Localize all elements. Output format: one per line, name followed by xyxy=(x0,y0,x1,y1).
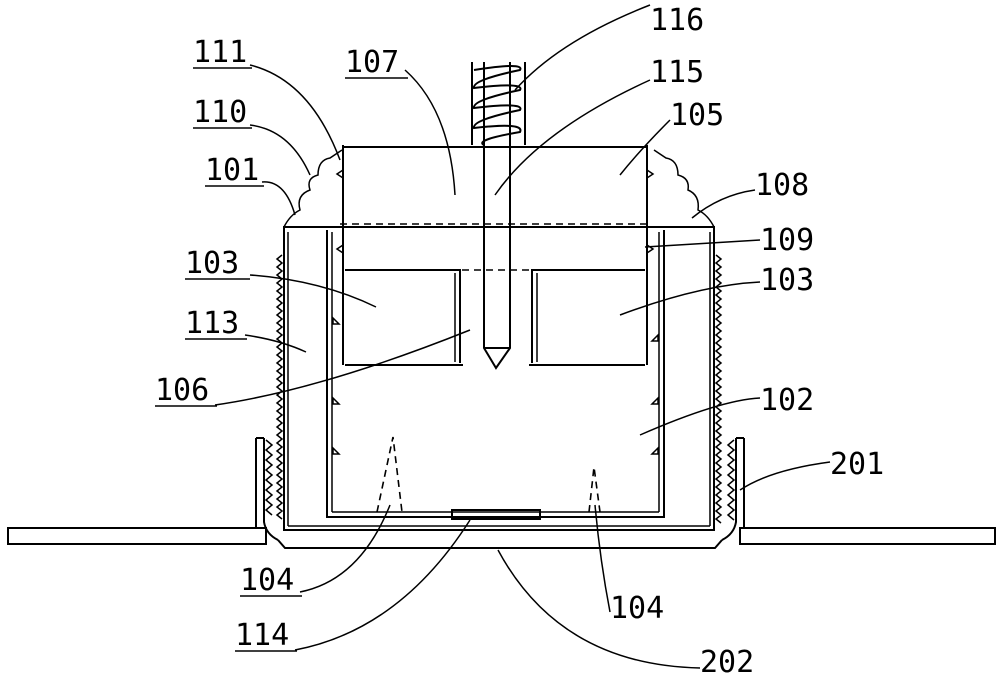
label-202: 202 xyxy=(700,645,754,680)
lid-105 xyxy=(335,145,655,365)
label-101: 101 xyxy=(205,153,259,188)
spike-104-right xyxy=(588,466,601,513)
bottom-202 xyxy=(277,539,723,549)
plate-114 xyxy=(451,509,541,520)
compartment-103-left xyxy=(345,269,463,366)
outer-cup-101 xyxy=(275,149,723,531)
label-201: 201 xyxy=(830,447,884,482)
label-115: 115 xyxy=(650,55,704,90)
compartment-103-right xyxy=(529,269,645,366)
inner-container-102 xyxy=(326,230,665,518)
leader-lines xyxy=(214,4,831,669)
rod-115 xyxy=(483,62,511,370)
label-111: 111 xyxy=(193,35,247,70)
spike-104-left xyxy=(376,436,403,513)
label-107: 107 xyxy=(345,45,399,80)
label-104-left: 104 xyxy=(240,563,294,598)
label-104-right: 104 xyxy=(610,591,664,626)
spring-116 xyxy=(471,62,526,146)
reference-labels: 116 107 115 111 105 110 101 108 109 103 … xyxy=(155,3,884,680)
label-102: 102 xyxy=(760,383,814,418)
label-110: 110 xyxy=(193,95,247,130)
label-103-right: 103 xyxy=(760,263,814,298)
label-114: 114 xyxy=(235,618,289,653)
label-109: 109 xyxy=(760,223,814,258)
label-103-left: 103 xyxy=(185,246,239,281)
label-116: 116 xyxy=(650,3,704,38)
label-105: 105 xyxy=(670,98,724,133)
base-plate-201 xyxy=(7,437,996,545)
label-108: 108 xyxy=(755,168,809,203)
label-113: 113 xyxy=(185,306,239,341)
label-106: 106 xyxy=(155,373,209,408)
